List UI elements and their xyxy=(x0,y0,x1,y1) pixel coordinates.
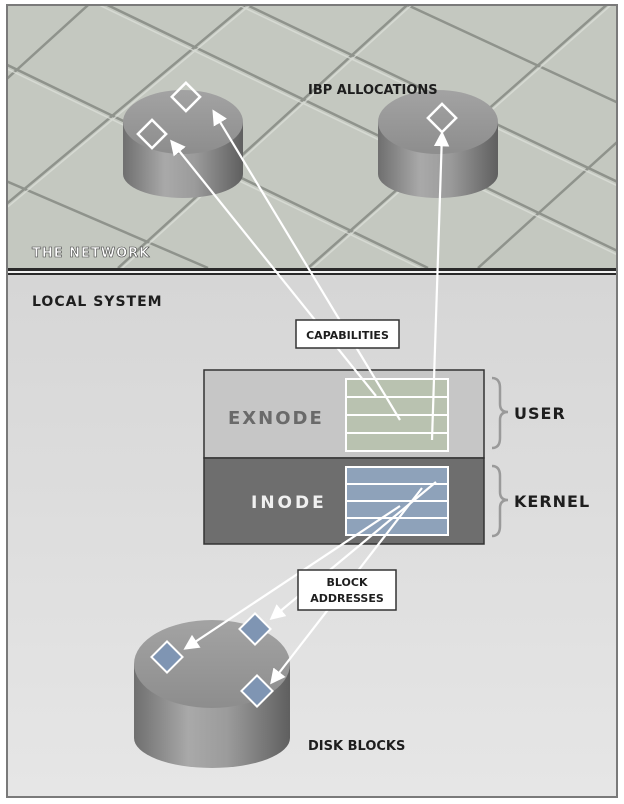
section-divider xyxy=(8,268,616,271)
capability-arrow xyxy=(170,139,377,397)
disk-block xyxy=(150,640,184,674)
user-label: USER xyxy=(514,404,566,423)
diagram-frame: IBP ALLOCATIONS THE NETWORK LOCAL SYSTEM… xyxy=(6,4,618,798)
capability-arrow xyxy=(212,109,401,421)
kernel-label: KERNEL xyxy=(514,492,590,511)
storage-architecture-diagram: IBP ALLOCATIONS THE NETWORK LOCAL SYSTEM… xyxy=(8,6,616,796)
block-address-arrow xyxy=(183,505,401,650)
capability-arrow xyxy=(430,130,450,441)
block-label-line1: BLOCK xyxy=(327,576,368,589)
local-system-region: LOCAL SYSTEM EXNODE INODE USER KERNEL xyxy=(8,275,616,796)
ibp-allocation-block xyxy=(136,118,168,150)
user-brace xyxy=(491,376,509,450)
disk-block xyxy=(240,674,274,708)
capabilities-callout: CAPABILITIES xyxy=(295,319,400,349)
ibp-allocations-label: IBP ALLOCATIONS xyxy=(308,83,438,98)
inode-table xyxy=(345,466,449,536)
kernel-brace xyxy=(491,464,509,538)
disk-block xyxy=(238,612,272,646)
network-region: IBP ALLOCATIONS THE NETWORK xyxy=(8,6,616,268)
inode-label: INODE xyxy=(251,493,327,513)
network-title: THE NETWORK xyxy=(32,246,150,261)
capability-arrows xyxy=(170,109,450,441)
network-cylinder-right xyxy=(378,90,498,198)
capabilities-label: CAPABILITIES xyxy=(306,329,389,342)
block-addresses-callout: BLOCK ADDRESSES xyxy=(297,569,397,611)
disk-blocks-label: DISK BLOCKS xyxy=(308,739,405,754)
ibp-allocation-block xyxy=(426,102,458,134)
block-label-line2: ADDRESSES xyxy=(310,592,384,605)
disk-cylinder xyxy=(134,612,290,768)
local-system-title: LOCAL SYSTEM xyxy=(32,294,163,310)
ibp-allocation-block xyxy=(170,81,202,113)
exnode-label: EXNODE xyxy=(228,408,324,429)
network-cylinder-left xyxy=(123,81,243,198)
